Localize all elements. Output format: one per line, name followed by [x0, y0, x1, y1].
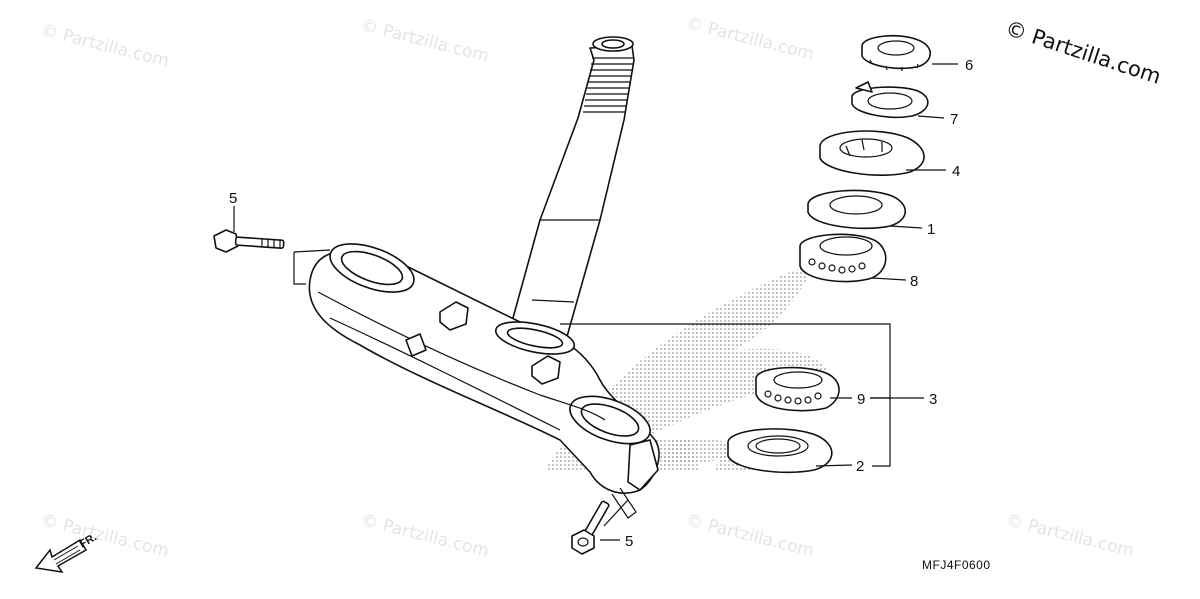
callout-1: 1 [927, 221, 935, 238]
front-direction-indicator: FR. [34, 531, 99, 574]
watermark-text: © Partzilla.com [359, 510, 491, 561]
lock-washer[interactable] [851, 81, 929, 119]
bolt-upper[interactable] [213, 229, 285, 253]
lock-nut[interactable] [861, 34, 932, 71]
callout-5-bottom: 5 [625, 533, 633, 550]
watermark-text: © Partzilla.com [684, 510, 816, 561]
leader-lines [233, 63, 958, 541]
callout-2: 2 [856, 458, 864, 475]
watermark-text: © Partzilla.com [359, 15, 491, 66]
lower-seal[interactable] [727, 428, 833, 474]
callout-4: 4 [952, 163, 960, 180]
adjusting-nut[interactable] [819, 130, 925, 176]
callout-5-top: 5 [229, 190, 237, 207]
steering-stem[interactable] [308, 36, 660, 519]
diagram-code: MFJ4F0600 [922, 558, 991, 572]
callout-9: 9 [857, 391, 865, 408]
callout-3: 3 [929, 391, 937, 408]
bolt-lower[interactable] [571, 500, 610, 555]
watermark-text: © Partzilla.com [39, 20, 171, 71]
callout-labels: 6 7 4 1 8 9 3 2 5 5 [229, 57, 973, 550]
copyright-watermark: © Partzilla.com [1002, 16, 1164, 89]
watermark-text: © Partzilla.com [684, 13, 816, 64]
callout-7: 7 [950, 111, 958, 128]
callout-6: 6 [965, 57, 973, 74]
lower-bearing[interactable] [755, 366, 840, 412]
watermark-text: © Partzilla.com [1004, 510, 1136, 561]
callout-8: 8 [910, 273, 918, 290]
upper-bearing[interactable] [799, 233, 887, 283]
dust-seal[interactable] [807, 189, 907, 230]
